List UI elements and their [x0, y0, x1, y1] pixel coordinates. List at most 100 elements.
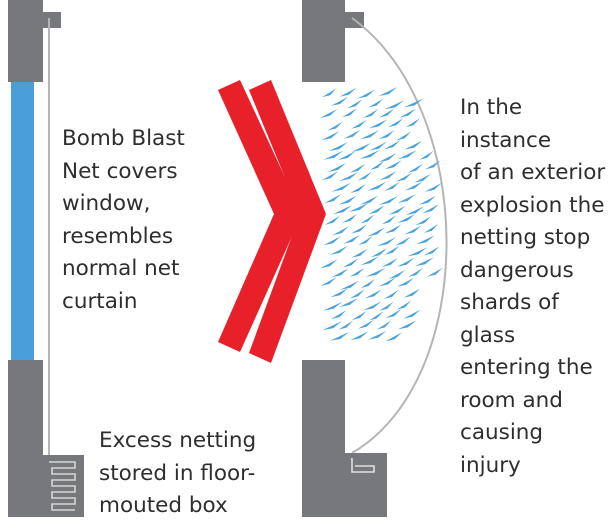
- glass-shard: [351, 119, 367, 129]
- glass-shard: [378, 87, 398, 97]
- blast-chevrons: [218, 80, 326, 363]
- glass-shard: [330, 310, 347, 320]
- glass-shard: [342, 213, 358, 223]
- glass-shard: [351, 224, 367, 234]
- glass-shard: [381, 215, 396, 225]
- glass-shard: [331, 182, 351, 192]
- glass-shard: [379, 108, 395, 118]
- glass-shard: [367, 227, 385, 237]
- glass-shard: [396, 277, 414, 287]
- glass-shard: [378, 195, 399, 205]
- glass-shard: [368, 205, 385, 215]
- glass-shard: [365, 289, 382, 299]
- glass-shard: [360, 279, 375, 288]
- glass-shard: [376, 237, 396, 247]
- glass-shard: [396, 300, 412, 310]
- glass-shard: [384, 289, 399, 299]
- glass-shard: [330, 288, 348, 298]
- glass-shard: [427, 267, 443, 277]
- glass-shard: [404, 181, 423, 191]
- glass-shard: [323, 236, 341, 246]
- glass-shard: [425, 160, 441, 170]
- glass-shard: [422, 204, 440, 214]
- glass-shard: [360, 130, 379, 140]
- excess-netting-caption: Excess netting stored in floor- mouted b…: [99, 428, 257, 518]
- glass-shard: [348, 202, 369, 212]
- glass-shard: [323, 301, 343, 311]
- glass-shard: [359, 150, 380, 159]
- glass-shard: [397, 194, 416, 203]
- glass-shard: [357, 89, 375, 99]
- glass-shard: [397, 320, 417, 330]
- glass-shard: [395, 236, 411, 246]
- glass-shard: [328, 142, 348, 152]
- chevron-outer: [218, 80, 302, 352]
- glass-shard: [350, 184, 366, 193]
- glass-shard: [363, 301, 382, 311]
- right-lower-frame: [302, 360, 345, 517]
- glass-shard: [321, 131, 340, 141]
- glass-shard: [362, 109, 379, 118]
- left-folded-net-icon: [49, 461, 76, 511]
- glass-shard: [331, 268, 349, 278]
- glass-shard: [351, 142, 371, 152]
- glass-shard: [320, 108, 338, 118]
- glass-shard: [419, 150, 434, 160]
- glass-shard: [330, 245, 348, 255]
- glass-shard: [385, 309, 402, 319]
- glass-shard: [407, 247, 428, 257]
- glass-shard: [414, 173, 431, 183]
- glass-shard: [327, 121, 343, 131]
- glass-shard: [350, 163, 366, 173]
- glass-shard: [397, 213, 416, 223]
- glass-shard: [342, 108, 358, 118]
- glass-shard: [327, 163, 347, 172]
- glass-shard: [367, 181, 387, 191]
- glass-shard: [329, 331, 350, 341]
- glass-shard: [324, 215, 340, 225]
- left-window-panel: [8, 0, 84, 517]
- left-upper-frame: [8, 0, 43, 82]
- glass-shard: [330, 96, 348, 106]
- glass-shard: [376, 320, 392, 330]
- left-frame-tab: [43, 12, 61, 28]
- glass-shard: [360, 195, 379, 205]
- glass-shard: [323, 150, 344, 160]
- glass-shard: [370, 248, 388, 258]
- glass-shard: [367, 330, 387, 340]
- right-net-bulge-line: [351, 17, 448, 454]
- glass-shard: [342, 258, 359, 268]
- glass-shard: [350, 331, 369, 341]
- glass-shard: [332, 226, 349, 236]
- glass-shard: [321, 88, 337, 98]
- glass-shard: [408, 268, 423, 277]
- glass-shard: [321, 171, 339, 181]
- glass-shard: [357, 319, 374, 329]
- glass-shard: [322, 321, 342, 331]
- glass-shard: [403, 309, 421, 319]
- glass-shard: [381, 258, 398, 267]
- glass-shard: [384, 181, 400, 191]
- glass-shard: [350, 289, 365, 299]
- glass-shard: [404, 140, 423, 150]
- glass-shard: [340, 280, 359, 290]
- glass-shard: [416, 235, 435, 245]
- glass-shard: [403, 98, 424, 108]
- glass-shard: [369, 311, 384, 321]
- glass-shard: [343, 129, 361, 139]
- glass-shard: [358, 236, 373, 245]
- glass-shard: [379, 301, 394, 311]
- left-lower-frame: [8, 360, 43, 517]
- glass-shard: [379, 171, 397, 181]
- glass-shard: [399, 108, 416, 118]
- glass-shard: [424, 182, 442, 192]
- glass-shard: [396, 131, 412, 141]
- glass-shard: [370, 160, 385, 170]
- glass-shard: [418, 195, 436, 205]
- glass-shard: [384, 224, 402, 234]
- glass-shard: [360, 256, 379, 266]
- glass-shard: [368, 98, 384, 108]
- glass-shard: [384, 100, 405, 110]
- glass-shard: [408, 163, 423, 173]
